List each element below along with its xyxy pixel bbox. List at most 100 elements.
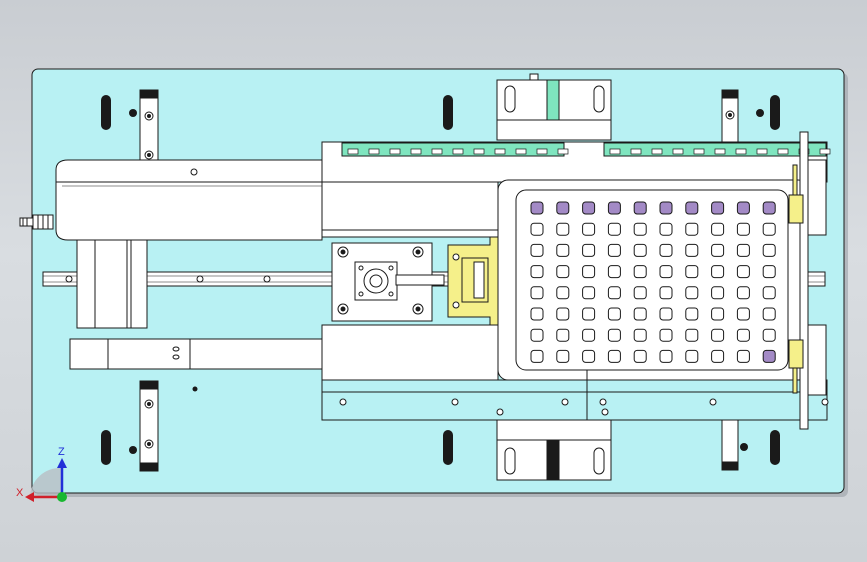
tray-pocket: [736, 222, 750, 236]
tray-pocket: [582, 286, 596, 300]
comb-tooth: [536, 148, 548, 155]
tray-pocket: [762, 243, 776, 257]
center-mount[interactable]: [331, 242, 445, 322]
comb-tooth: [515, 148, 527, 155]
bottom-clamp[interactable]: [496, 408, 612, 481]
tray-pocket: [736, 243, 750, 257]
tray-pocket: [685, 328, 699, 342]
tray-pocket-filled: [607, 201, 621, 215]
tray-pocket: [607, 265, 621, 279]
x-axis-label: X: [16, 487, 24, 499]
comb-tooth: [389, 148, 401, 155]
tray-pocket: [530, 349, 544, 363]
tray-pocket: [659, 286, 673, 300]
tray-pocket: [685, 286, 699, 300]
tray-pocket: [736, 307, 750, 321]
tray-pocket: [530, 265, 544, 279]
tray-pocket: [659, 243, 673, 257]
tray-pocket: [762, 307, 776, 321]
tray-pocket: [607, 243, 621, 257]
tray-pocket: [711, 222, 725, 236]
comb-tooth: [494, 148, 506, 155]
tray-pocket: [762, 328, 776, 342]
comb-tooth: [819, 148, 831, 155]
tray-pocket: [659, 265, 673, 279]
tray-pocket: [711, 328, 725, 342]
tray-pocket: [762, 286, 776, 300]
tray-pocket: [711, 349, 725, 363]
left-standoffs[interactable]: [139, 89, 739, 472]
comb-tooth: [651, 148, 663, 155]
tray-pocket: [607, 286, 621, 300]
tray-pocket: [633, 328, 647, 342]
comb-tooth: [777, 148, 789, 155]
tray-pocket: [556, 222, 570, 236]
comb-tooth: [714, 148, 726, 155]
comb-tooth: [557, 148, 569, 155]
plate-slots: [101, 95, 780, 465]
tray-pocket: [736, 286, 750, 300]
lower-guide-bar[interactable]: [69, 338, 323, 370]
carriage-block[interactable]: [76, 239, 148, 329]
comb-tooth: [630, 148, 642, 155]
yellow-bracket[interactable]: [447, 231, 503, 331]
tray-pocket: [711, 265, 725, 279]
tray-pocket: [530, 307, 544, 321]
tray-pocket: [582, 328, 596, 342]
tray-pocket: [685, 265, 699, 279]
tray-pocket: [582, 265, 596, 279]
tray-pocket: [685, 307, 699, 321]
tray-pocket: [685, 349, 699, 363]
y-axis-dot: [57, 492, 67, 502]
tray-pocket: [556, 265, 570, 279]
comb-tooth: [410, 148, 422, 155]
tray-pocket-filled: [762, 201, 776, 215]
tray-pocket: [685, 243, 699, 257]
comb-tooth: [452, 148, 464, 155]
tray-pocket: [659, 307, 673, 321]
tray-pocket: [633, 307, 647, 321]
comb-tooth: [368, 148, 380, 155]
tray-pocket: [530, 243, 544, 257]
tray-pocket-filled: [582, 201, 596, 215]
tray-pocket-filled: [736, 201, 750, 215]
tray-pocket: [607, 328, 621, 342]
top-clamp[interactable]: [496, 73, 612, 141]
tray-pocket: [530, 222, 544, 236]
tray-pocket-filled: [685, 201, 699, 215]
tray-pocket: [633, 222, 647, 236]
tray-pocket: [582, 222, 596, 236]
cylinder-actuator[interactable]: [19, 159, 323, 241]
tray-pocket: [556, 286, 570, 300]
comb-teeth: [347, 148, 831, 155]
tray-pocket: [633, 349, 647, 363]
axis-triad[interactable]: Z X: [16, 446, 67, 502]
tray-pocket-filled: [556, 201, 570, 215]
tray-pocket: [582, 349, 596, 363]
tray-pocket: [556, 349, 570, 363]
tray-pocket: [659, 349, 673, 363]
triad-arc: [30, 467, 62, 497]
comb-tooth: [473, 148, 485, 155]
tray-pocket-filled: [711, 201, 725, 215]
tray-pockets: [530, 201, 776, 363]
tray-body[interactable]: [497, 179, 809, 381]
lower-frame[interactable]: [321, 324, 829, 421]
z-axis-label: Z: [58, 446, 65, 458]
tray-pocket: [582, 243, 596, 257]
right-guides[interactable]: [788, 131, 809, 430]
comb-tooth: [609, 148, 621, 155]
comb-tooth: [735, 148, 747, 155]
tray-pocket: [633, 243, 647, 257]
tray-pocket: [762, 265, 776, 279]
tray-pocket-filled: [762, 349, 776, 363]
tray-pocket: [607, 349, 621, 363]
z-arrow-head: [57, 458, 67, 468]
tray-pocket: [607, 307, 621, 321]
tray-pocket: [762, 222, 776, 236]
tray-pocket: [711, 307, 725, 321]
tray-pocket: [530, 328, 544, 342]
tray-pocket: [607, 222, 621, 236]
